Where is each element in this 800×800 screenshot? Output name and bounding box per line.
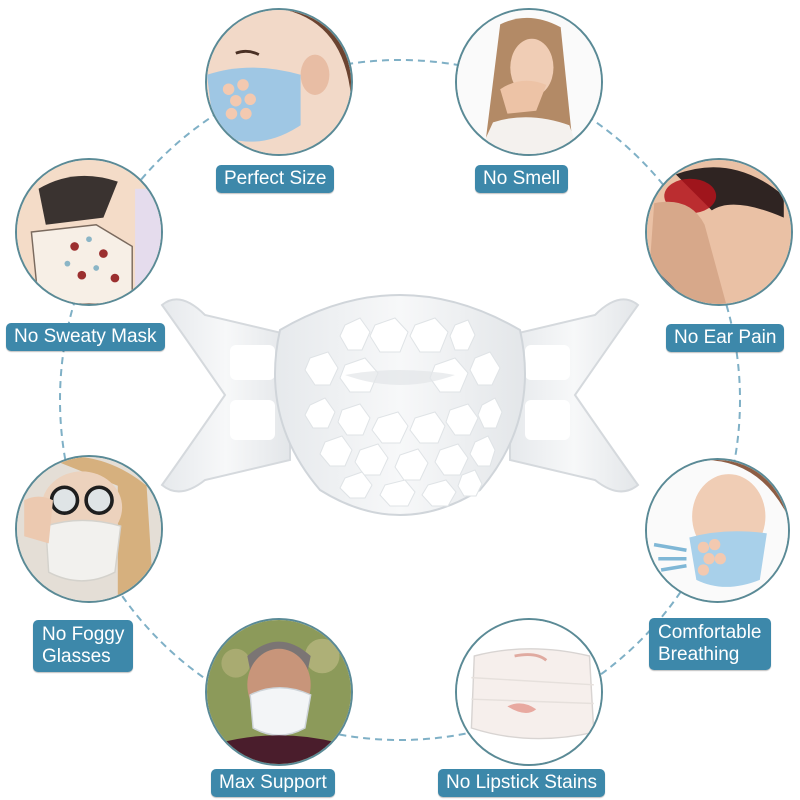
photo-no-smell [455, 8, 603, 156]
photo-no-ear-pain [645, 158, 793, 306]
label-perfect-size: Perfect Size [216, 165, 335, 193]
dashed-ring [59, 59, 741, 741]
label-no-lipstick-stains: No Lipstick Stains [438, 769, 606, 797]
photo-perfect-size [205, 8, 353, 156]
label-no-sweaty-mask: No Sweaty Mask [6, 323, 165, 351]
label-comfortable-breathing: Comfortable Breathing [649, 618, 771, 670]
label-no-smell: No Smell [475, 165, 569, 193]
label-no-ear-pain: No Ear Pain [666, 324, 785, 352]
label-line: Glasses [42, 646, 111, 667]
label-line: No Foggy [42, 624, 125, 645]
label-no-foggy-glasses: No Foggy Glasses [33, 620, 134, 672]
mask-bracket-image [160, 294, 640, 516]
photo-max-support [205, 618, 353, 766]
label-max-support: Max Support [211, 769, 335, 797]
photo-no-lipstick-stains [455, 618, 603, 766]
label-line: Breathing [658, 644, 740, 665]
photo-no-sweaty-mask [15, 158, 163, 306]
photo-no-foggy-glasses [15, 455, 163, 603]
label-line: Comfortable [658, 622, 762, 643]
photo-comfortable-breathing [645, 458, 790, 603]
